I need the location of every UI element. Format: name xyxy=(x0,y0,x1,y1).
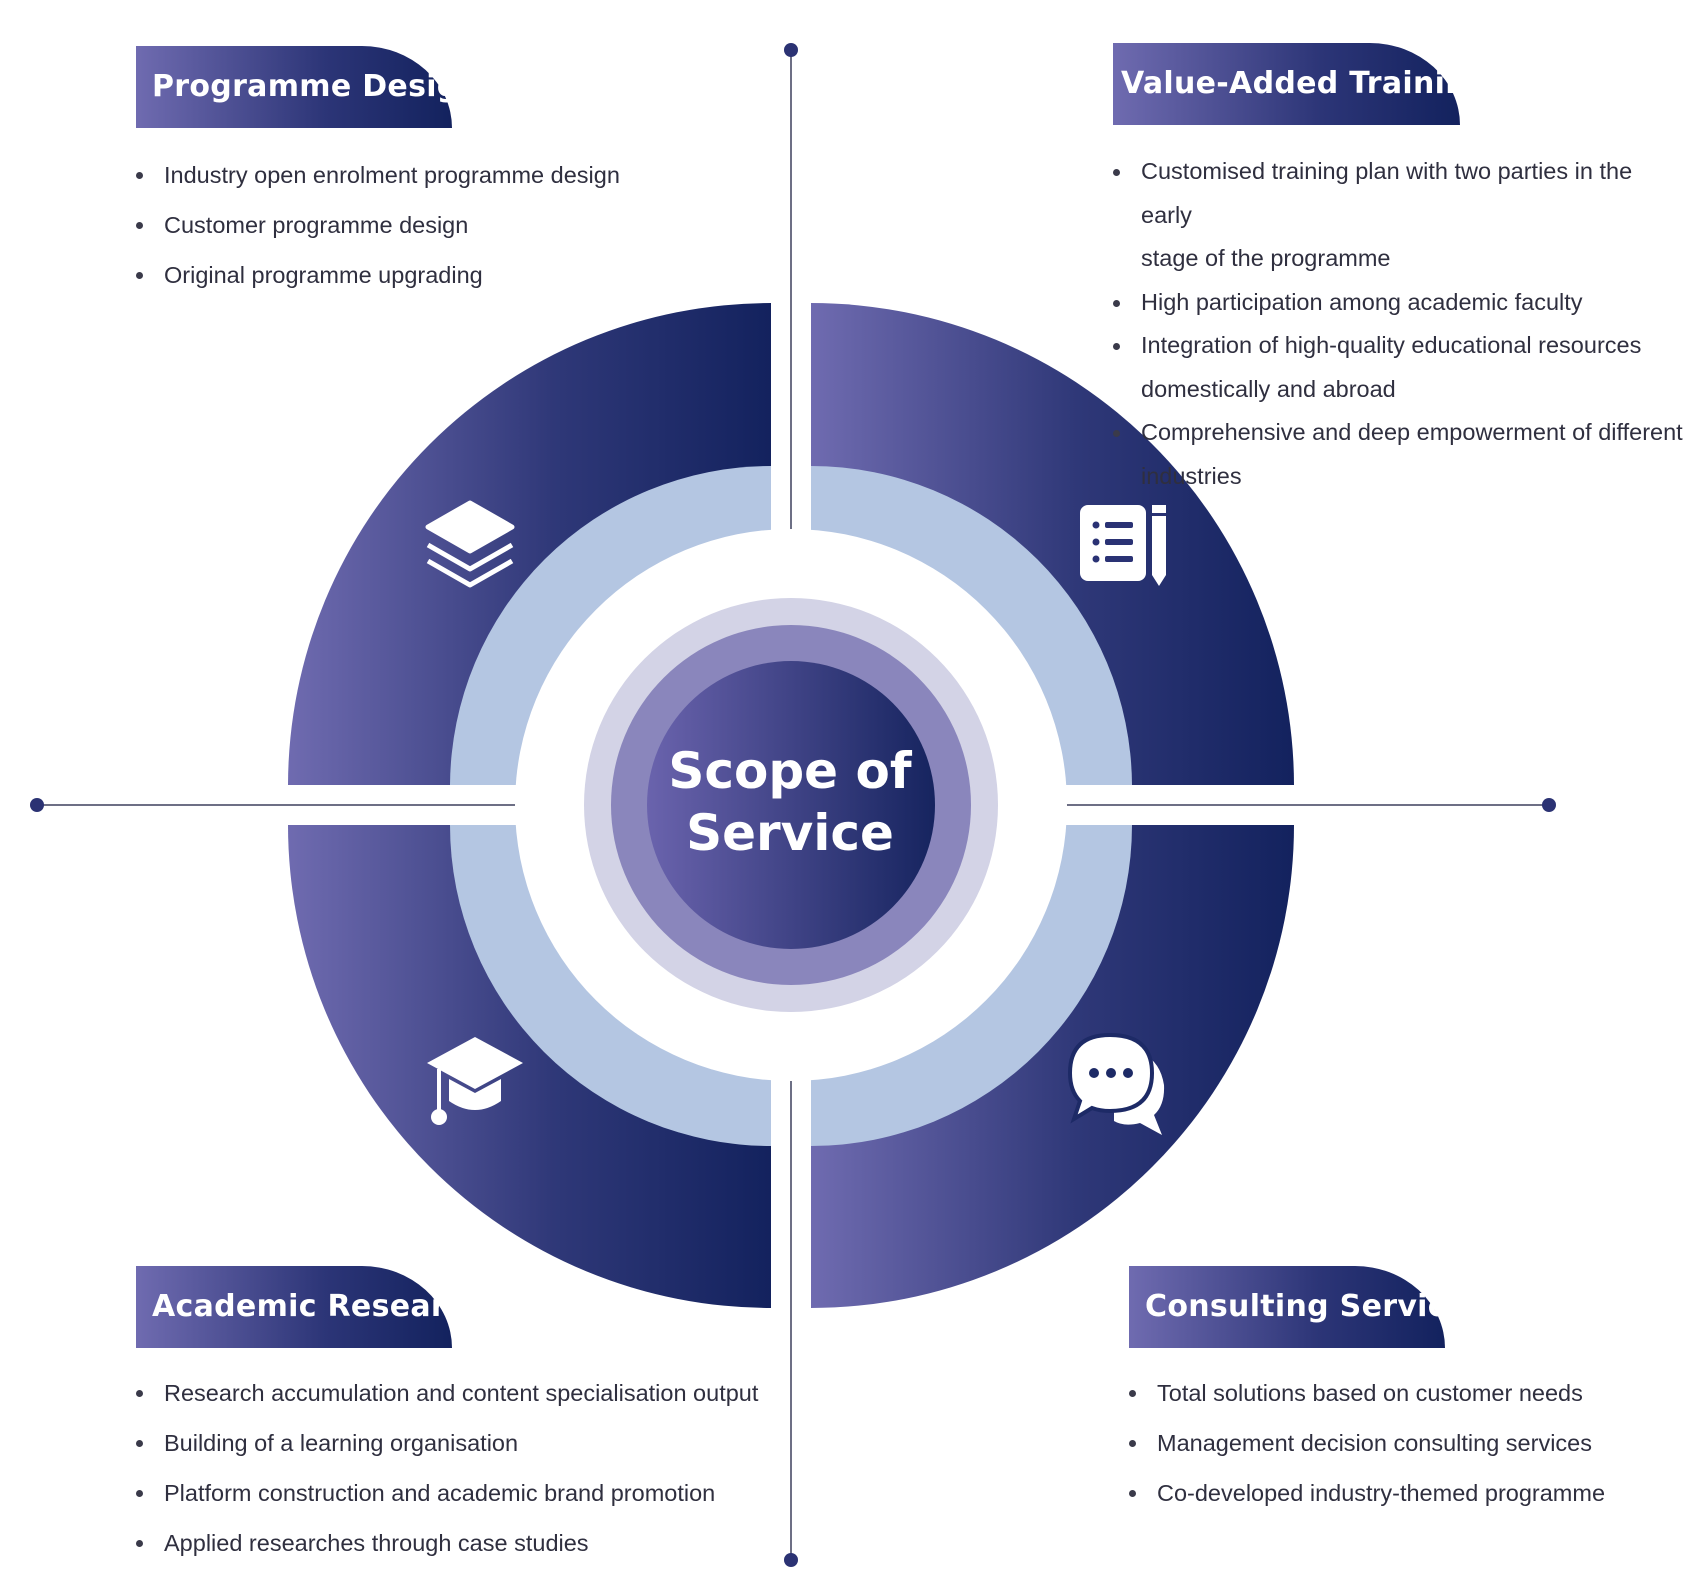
list-item: Building of a learning organisation xyxy=(136,1418,786,1468)
list-item: Integration of high-quality educational … xyxy=(1113,324,1683,368)
list-academic-research: Research accumulation and content specia… xyxy=(136,1368,786,1568)
list-item: Platform construction and academic brand… xyxy=(136,1468,786,1518)
list-programme-design: Industry open enrolment programme design… xyxy=(136,150,756,300)
axis-dot-right xyxy=(1542,798,1556,812)
list-item: Total solutions based on customer needs xyxy=(1129,1368,1679,1418)
list-item-continuation: domestically and abroad xyxy=(1141,375,1396,402)
notepad-pencil-icon xyxy=(1080,505,1166,586)
list-item: Research accumulation and content specia… xyxy=(136,1368,786,1418)
layers-icon xyxy=(425,500,515,588)
list-item: Co-developed industry-themed programme xyxy=(1129,1468,1679,1518)
tag-value-added-training: Value-Added Training xyxy=(1113,43,1488,125)
center-title-line2: Service xyxy=(686,804,894,862)
list-item: Comprehensive and deep empowerment of di… xyxy=(1113,411,1683,455)
list-item: Customer programme design xyxy=(136,200,756,250)
tag-academic-research: Academic Research xyxy=(136,1266,485,1348)
list-item: Original programme upgrading xyxy=(136,250,756,300)
axis-dot-top xyxy=(784,43,798,57)
hub-core xyxy=(647,661,935,949)
axis-dot-left xyxy=(30,798,44,812)
list-item: Management decision consulting services xyxy=(1129,1418,1679,1468)
list-item-continuation: stage of the programme xyxy=(1141,245,1391,271)
graduation-cap-icon xyxy=(427,1037,523,1125)
axis-endpoints xyxy=(30,43,1556,1567)
list-item-continuation: industries xyxy=(1141,462,1242,489)
list-consulting-service: Total solutions based on customer needs … xyxy=(1129,1368,1679,1518)
axis-dot-bottom xyxy=(784,1553,798,1567)
list-item: High participation among academic facult… xyxy=(1113,281,1683,325)
tag-programme-design: Programme Design xyxy=(136,46,480,128)
axis-lines xyxy=(37,50,1549,1558)
tag-consulting-service: Consulting Service xyxy=(1129,1266,1466,1348)
center-hub xyxy=(584,598,998,1012)
list-value-added-training: Customised training plan with two partie… xyxy=(1113,150,1683,498)
list-item: Applied researches through case studies xyxy=(136,1518,786,1568)
chat-bubbles-icon xyxy=(1067,1032,1165,1135)
list-item: Customised training plan with two partie… xyxy=(1113,150,1683,237)
list-item: Industry open enrolment programme design xyxy=(136,150,756,200)
center-title: Scope of Service xyxy=(640,740,940,864)
center-title-line1: Scope of xyxy=(668,742,912,800)
